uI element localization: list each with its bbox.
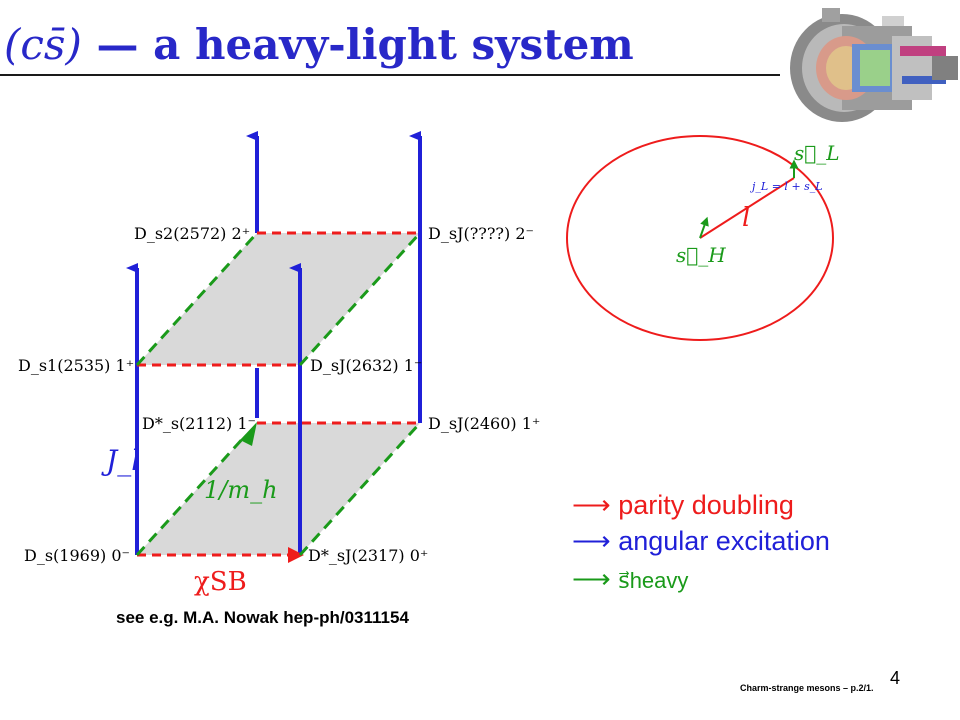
- l-label: l: [742, 203, 750, 233]
- legend-angular: ⟶ angular excitation: [572, 526, 830, 557]
- legend-text-heavy: s⃗heavy: [618, 568, 689, 593]
- legend-parity: ⟶ parity doubling: [572, 490, 794, 521]
- title-text: — a heavy-light system: [81, 20, 634, 69]
- heavy-line-3: [298, 231, 422, 367]
- level-ds: D_s(1969) 0⁻: [24, 546, 130, 565]
- legend-arrow-heavy: ⟶: [572, 564, 611, 594]
- sh-label: s⃗_H: [676, 243, 726, 267]
- level-dsj-2632: D_sJ(2632) 1⁻: [310, 356, 422, 375]
- legend-arrow-angular: ⟶: [572, 526, 611, 556]
- level-dsj-unknown: D_sJ(????) 2⁻: [428, 224, 534, 243]
- jl-label: J_l: [101, 444, 140, 477]
- mass-label: 1/m_h: [204, 476, 278, 504]
- l-line: [699, 177, 795, 239]
- slide-title: (cs̄) — a heavy-light system: [4, 20, 634, 80]
- sh-arrow: [699, 216, 709, 239]
- title-rule: [0, 74, 780, 76]
- legend-arrow-parity: ⟶: [572, 490, 611, 520]
- heavy-line-0: [135, 434, 247, 557]
- orbit-ellipse: [566, 135, 834, 341]
- reference-text: see e.g. M.A. Nowak hep-ph/0311154: [116, 608, 409, 627]
- parity-arrowhead: [288, 547, 304, 563]
- legend-heavy: ⟶ s⃗heavy: [572, 564, 688, 595]
- legend-text-angular: angular excitation: [618, 526, 830, 556]
- jl-equation: j_L = l + s_L: [749, 180, 823, 193]
- chisb-label: χSB: [194, 567, 247, 597]
- lower-plane: [137, 423, 420, 555]
- detector-image: [790, 8, 958, 122]
- legend-text-parity: parity doubling: [618, 490, 794, 520]
- heavy-arrowhead: [240, 422, 257, 446]
- page-number: 4: [890, 668, 901, 688]
- level-dsj-2460: D_sJ(2460) 1⁺: [428, 414, 540, 433]
- sl-label: s⃗_L: [794, 141, 840, 165]
- heavy-line-2: [135, 231, 259, 367]
- level-dsj-2317: D*_sJ(2317) 0⁺: [308, 546, 428, 565]
- title-math: (cs̄): [4, 20, 82, 69]
- level-ds2: D_s2(2572) 2⁺: [134, 224, 250, 243]
- heavy-line-1: [298, 421, 422, 557]
- level-ds-star: D*_s(2112) 1⁻: [142, 414, 256, 433]
- footer-text: Charm-strange mesons – p.2/1.: [740, 683, 874, 693]
- upper-plane: [137, 233, 420, 365]
- level-ds1: D_s1(2535) 1⁺: [18, 356, 134, 375]
